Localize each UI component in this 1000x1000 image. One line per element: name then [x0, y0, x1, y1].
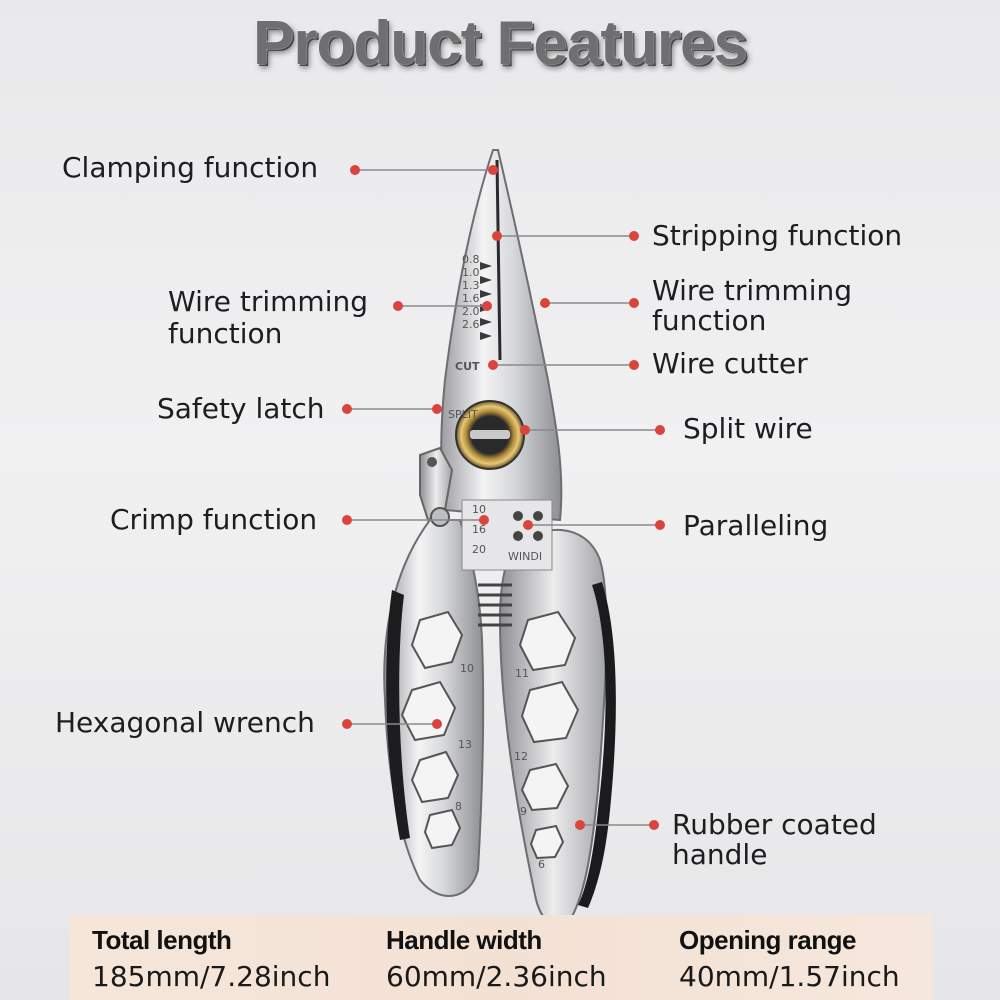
right-hex-size: 11 [515, 667, 529, 680]
parallel-holes [513, 511, 543, 541]
left-hex-holes [400, 610, 464, 850]
gauge-label: 1.6 [462, 292, 480, 305]
spec-value: 40mm/1.57inch [679, 960, 900, 993]
label-split-wire: Split wire [683, 412, 813, 445]
right-hex-size: 9 [520, 805, 527, 818]
label-wire-cutter: Wire cutter [652, 347, 808, 380]
label-rubber-coated-1: Rubber coated [672, 808, 877, 841]
crimp-size-label: 10 [472, 503, 486, 516]
split-marking: SPLIT [448, 408, 478, 421]
crimp-size-label: 16 [472, 523, 486, 536]
gauge-label: 1.3 [462, 279, 480, 292]
wind-marking: WINDI [508, 550, 542, 563]
left-hex-size: 13 [458, 738, 472, 751]
label-hexagonal-wrench: Hexagonal wrench [55, 706, 315, 739]
spec-heading: Total length [92, 925, 232, 955]
label-wire-trimming-left-2: function [168, 317, 283, 350]
crimp-size-label: 20 [472, 543, 486, 556]
label-safety-latch: Safety latch [157, 392, 325, 425]
label-wire-trimming-right-2: function [652, 304, 767, 337]
spec-value: 185mm/7.28inch [92, 960, 331, 993]
gauge-label: 1.0 [462, 266, 480, 279]
spec-handle-width: Handle width 60mm/2.36inch [386, 915, 607, 993]
spec-total-length: Total length 185mm/7.28inch [92, 915, 330, 993]
right-hex-size: 12 [514, 750, 528, 763]
spec-opening-range: Opening range 40mm/1.57inch [679, 915, 900, 993]
label-crimp-function: Crimp function [110, 503, 318, 536]
right-hex-size: 6 [538, 858, 545, 871]
gauge-label: 2.0 [462, 305, 480, 318]
spec-heading: Opening range [679, 925, 856, 955]
gauge-label: 2.6 [462, 318, 480, 331]
spring [478, 583, 512, 627]
gauge-label: 0.8 [462, 253, 480, 266]
right-hex-holes [518, 610, 580, 860]
label-wire-trimming-left-1: Wire trimming [168, 285, 368, 318]
left-rubber-grip [386, 590, 410, 840]
page-title: Product Features [253, 9, 748, 78]
label-rubber-coated-2: handle [672, 838, 768, 871]
left-hex-size: 8 [455, 800, 462, 813]
spec-value: 60mm/2.36inch [386, 960, 607, 993]
spec-bar: Total length 185mm/7.28inch Handle width… [70, 915, 932, 1000]
leader-lines [347, 169, 660, 826]
callout-dots [342, 165, 665, 830]
label-wire-trimming-right-1: Wire trimming [652, 274, 852, 307]
label-clamping-function: Clamping function [62, 151, 319, 184]
cut-marking: CUT [455, 360, 480, 373]
label-paralleling: Paralleling [683, 509, 829, 542]
left-hex-size: 10 [460, 662, 474, 675]
spec-heading: Handle width [386, 925, 542, 955]
right-rubber-grip [578, 582, 616, 908]
label-stripping-function: Stripping function [652, 219, 903, 252]
